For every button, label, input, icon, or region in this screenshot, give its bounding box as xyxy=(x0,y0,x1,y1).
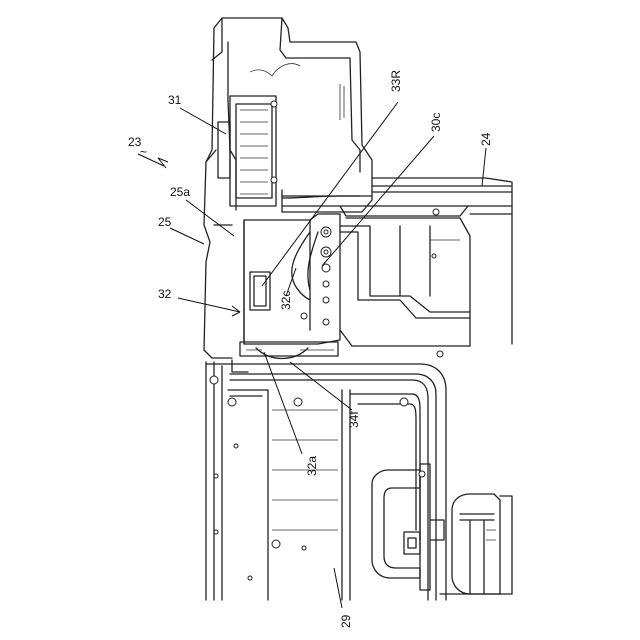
label-24: 24 xyxy=(479,132,493,146)
lower-chassis-29 xyxy=(206,351,446,600)
handle xyxy=(372,464,512,594)
reference-labels: 23 ~ 31 25a 25 32 33R 30c 24 32c 34f 32a… xyxy=(128,70,493,628)
label-31: 31 xyxy=(168,93,182,107)
label-32: 32 xyxy=(158,287,172,301)
label-25: 25 xyxy=(158,215,172,229)
duct xyxy=(340,209,512,346)
label-30c: 30c xyxy=(429,113,443,132)
label-33R: 33R xyxy=(389,70,403,92)
fan-unit-31 xyxy=(218,96,277,206)
label-32a: 32a xyxy=(305,456,319,476)
label-32c: 32c xyxy=(279,291,293,310)
label-25a: 25a xyxy=(170,185,190,199)
label-23-arrow: ~ xyxy=(140,145,147,159)
label-29: 29 xyxy=(339,614,353,628)
label-34f: 34f xyxy=(347,411,361,428)
